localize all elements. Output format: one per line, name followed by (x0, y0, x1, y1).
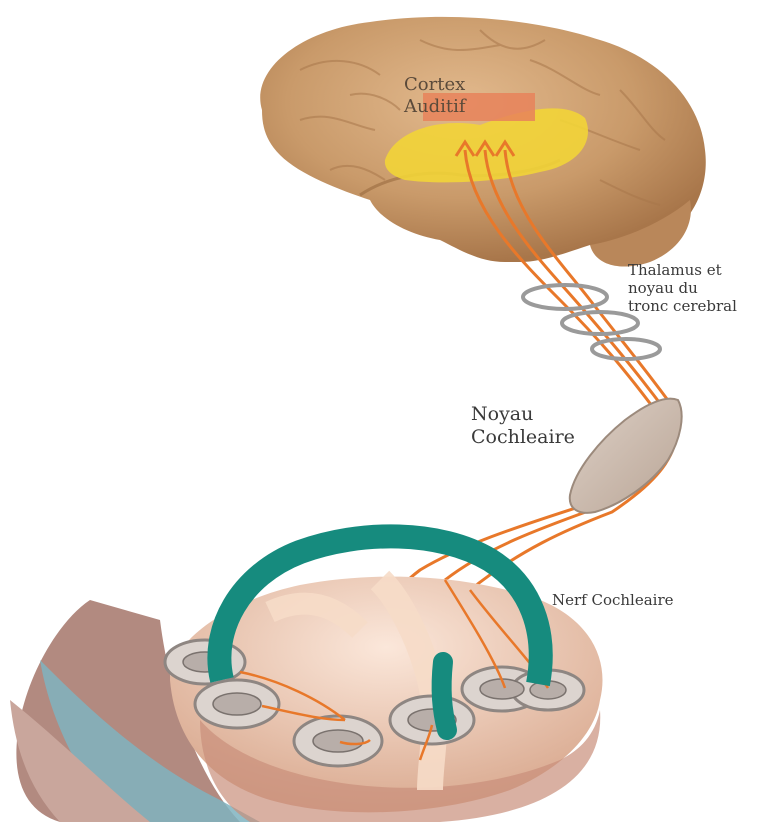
ring-3 (592, 339, 660, 359)
cochlea (165, 536, 603, 822)
label-noyau-cochleaire: Noyau Cochleaire (471, 403, 575, 449)
cochlear-arch-stub (442, 662, 447, 730)
label-cortex-line-1: Cortex (404, 74, 466, 96)
brain (260, 17, 706, 267)
label-noyau-line-2: Cochleaire (471, 426, 575, 449)
label-thalamus: Thalamus et noyau du tronc cerebral (628, 261, 737, 315)
label-thalamus-line-2: noyau du (628, 279, 737, 297)
label-cortex-auditif: Cortex Auditif (404, 74, 466, 117)
cochlear-nucleus (570, 399, 682, 513)
label-cortex-line-2: Auditif (404, 96, 466, 118)
label-nerf-cochleaire: Nerf Cochleaire (552, 591, 674, 609)
label-thalamus-line-3: tronc cerebral (628, 297, 737, 315)
label-noyau-line-1: Noyau (471, 403, 575, 426)
label-thalamus-line-1: Thalamus et (628, 261, 737, 279)
